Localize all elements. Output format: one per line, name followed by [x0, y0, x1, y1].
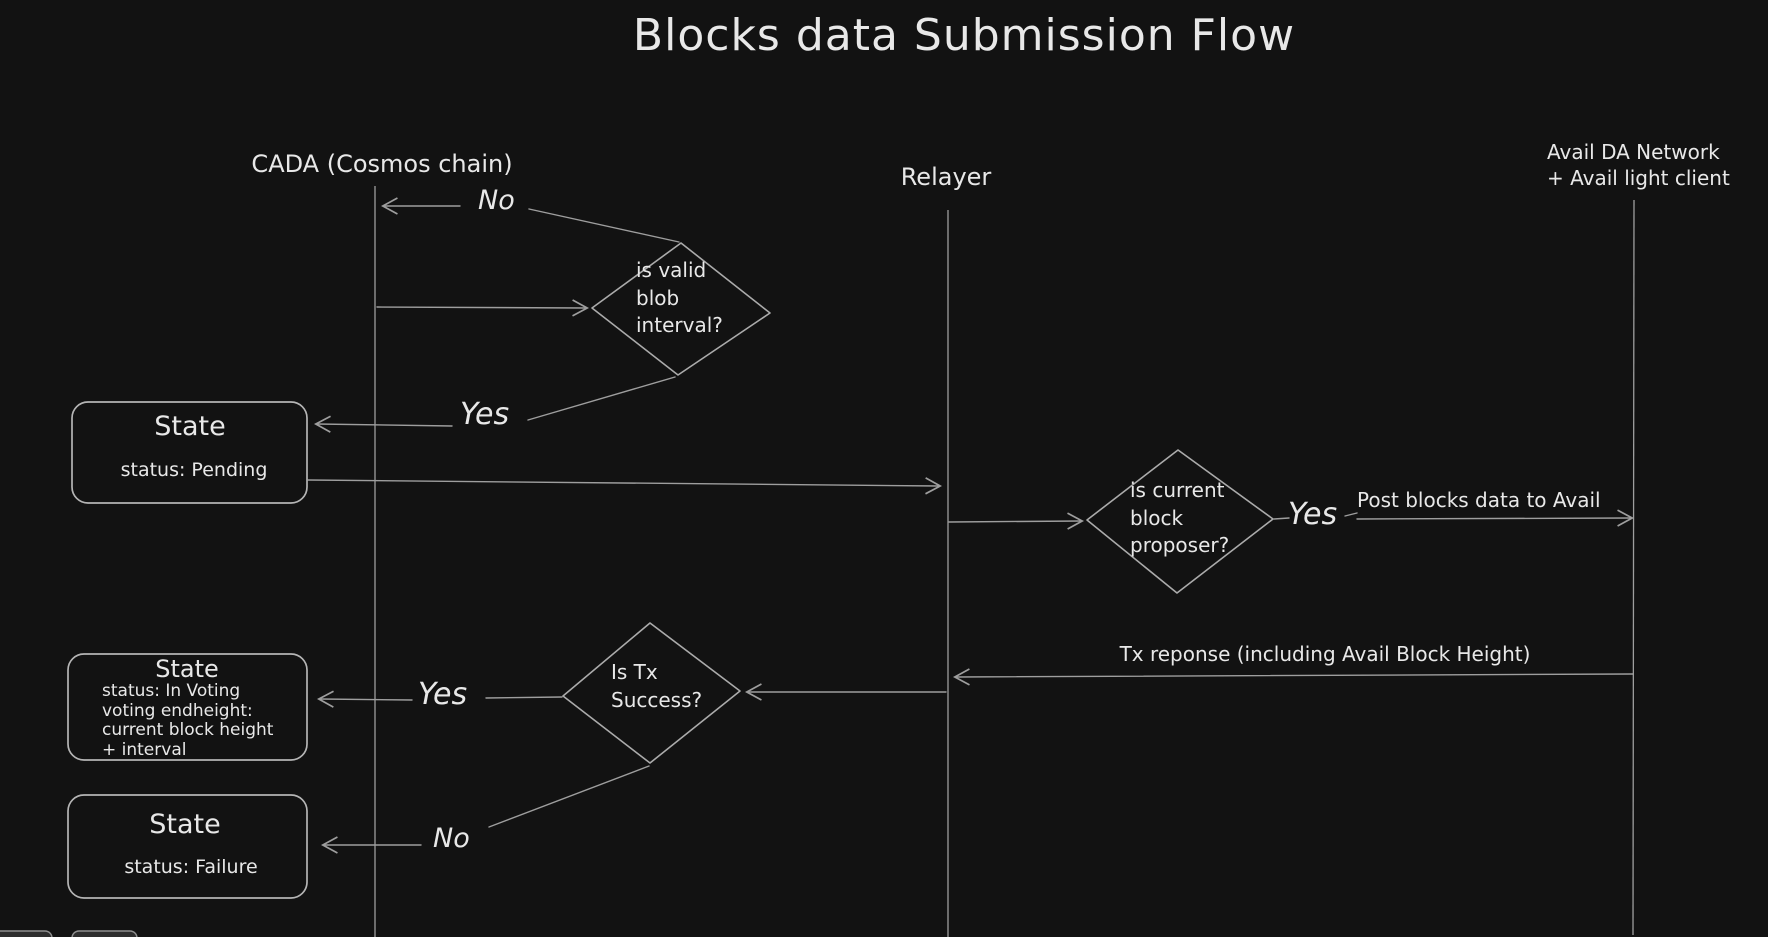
- label-tx-response: Tx reponse (including Avail Block Height…: [1119, 642, 1531, 666]
- arrow-yes-to-in-voting: [316, 690, 413, 708]
- avail-lifeline: [1632, 199, 1635, 936]
- arrow-pending-to-relayer: [307, 477, 943, 495]
- in-voting-line1: status: In Voting: [102, 681, 241, 701]
- label-no-blob: No: [478, 185, 515, 216]
- arrow-yes-to-pending: [313, 415, 453, 433]
- state-pending-box: [71, 401, 308, 504]
- edge-no-from-tx-success: [488, 765, 650, 828]
- lane-label-relayer: Relayer: [900, 163, 992, 191]
- arrow-post-blocks-to-avail: [1356, 509, 1635, 527]
- in-voting-line2: voting endheight:: [102, 700, 253, 721]
- valid-blob-line3: interval?: [636, 313, 723, 338]
- current-proposer-line3: proposer?: [1130, 533, 1230, 558]
- bottom-cropped-shape-1: [0, 930, 53, 937]
- decision-current-proposer-shape: [1086, 449, 1274, 594]
- edge-no-from-valid-blob: [528, 208, 680, 243]
- state-in-voting-heading: State: [155, 655, 219, 683]
- in-voting-line3: current block height: [102, 720, 274, 741]
- bottom-cropped-shape-2: [71, 930, 138, 937]
- label-yes-blob: Yes: [460, 397, 510, 432]
- state-pending-status: status: Pending: [120, 459, 268, 481]
- state-failure-heading: State: [149, 809, 221, 840]
- edge-proposer-to-yes: [1273, 517, 1290, 520]
- state-pending-heading: State: [154, 411, 226, 442]
- decision-valid-blob-text: is valid blob interval?: [636, 257, 723, 340]
- decision-tx-success-text: Is Tx Success?: [611, 659, 702, 714]
- arrow-relayer-to-proposer: [948, 512, 1085, 530]
- state-failure-box: [67, 794, 308, 899]
- decision-tx-success-shape: [562, 622, 741, 764]
- edge-yes-from-valid-blob: [527, 376, 676, 421]
- decision-valid-blob-shape: [591, 242, 771, 376]
- state-in-voting-box: [67, 653, 308, 761]
- arrow-tx-response-to-relayer: [952, 668, 1634, 686]
- current-proposer-line1: is current: [1130, 478, 1225, 502]
- lane-label-avail-line2: + Avail light client: [1547, 166, 1730, 190]
- label-no-tx: No: [433, 823, 470, 854]
- lane-label-avail-line1: Avail DA Network: [1547, 140, 1720, 164]
- lane-label-avail: Avail DA Network + Avail light client: [1547, 139, 1730, 191]
- state-in-voting-body: status: In Voting voting endheight: curr…: [102, 681, 274, 761]
- tx-success-line1: Is Tx: [611, 660, 658, 684]
- lane-label-cada: CADA (Cosmos chain): [251, 150, 513, 178]
- label-yes-tx: Yes: [418, 677, 468, 712]
- edge-yes-from-tx-success: [485, 696, 563, 699]
- decision-current-proposer-text: is current block proposer?: [1130, 477, 1229, 560]
- valid-blob-line1: is valid: [636, 258, 707, 282]
- edge-yes-to-post: [1344, 512, 1358, 517]
- arrow-cada-to-valid-blob: [376, 299, 590, 317]
- tx-success-line2: Success?: [611, 687, 703, 712]
- in-voting-line4: + interval: [102, 740, 187, 761]
- valid-blob-line2: blob: [636, 285, 680, 310]
- label-post-blocks: Post blocks data to Avail: [1357, 488, 1601, 512]
- current-proposer-line2: block: [1130, 505, 1184, 530]
- label-yes-proposer: Yes: [1288, 497, 1338, 532]
- diagram-title: Blocks data Submission Flow: [632, 10, 1296, 61]
- state-failure-status: status: Failure: [124, 856, 258, 878]
